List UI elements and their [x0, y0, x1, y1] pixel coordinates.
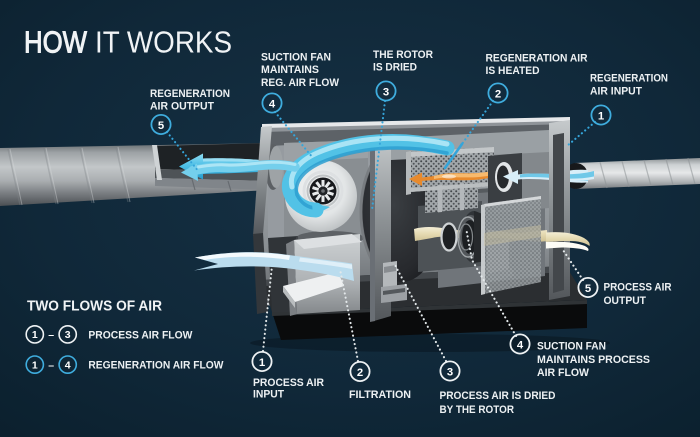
svg-text:1: 1	[32, 359, 38, 371]
svg-text:5: 5	[158, 120, 164, 132]
svg-text:MAINTAINS: MAINTAINS	[261, 64, 319, 76]
svg-text:2: 2	[495, 88, 501, 100]
svg-text:PROCESS AIR IS DRIED: PROCESS AIR IS DRIED	[440, 390, 556, 402]
svg-text:AIR FLOW: AIR FLOW	[537, 367, 590, 379]
svg-text:SUCTION FAN: SUCTION FAN	[261, 51, 331, 63]
svg-text:AIR OUTPUT: AIR OUTPUT	[150, 101, 214, 113]
svg-text:4: 4	[517, 339, 524, 351]
svg-text:REGENERATION: REGENERATION	[150, 88, 230, 100]
svg-text:1: 1	[259, 357, 265, 369]
svg-text:3: 3	[383, 86, 389, 98]
svg-text:OUTPUT: OUTPUT	[604, 295, 647, 307]
svg-text:IS DRIED: IS DRIED	[373, 62, 417, 74]
svg-text:REG. AIR FLOW: REG. AIR FLOW	[261, 77, 340, 89]
svg-text:1: 1	[32, 329, 38, 341]
svg-text:PROCESS AIR FLOW: PROCESS AIR FLOW	[88, 329, 193, 341]
svg-text:INPUT: INPUT	[253, 389, 284, 401]
svg-text:REGENERATION: REGENERATION	[590, 73, 668, 85]
svg-text:SUCTION FAN: SUCTION FAN	[537, 340, 606, 352]
svg-text:BY THE ROTOR: BY THE ROTOR	[440, 404, 515, 416]
svg-text:3: 3	[65, 329, 71, 341]
svg-text:PROCESS AIR: PROCESS AIR	[604, 281, 672, 293]
svg-text:TWO FLOWS OF AIR: TWO FLOWS OF AIR	[27, 299, 162, 315]
svg-text:HOW: HOW	[24, 25, 88, 60]
svg-text:1: 1	[598, 110, 604, 122]
svg-text:–: –	[48, 359, 54, 371]
svg-text:–: –	[48, 329, 54, 341]
svg-text:IT WORKS: IT WORKS	[95, 25, 232, 60]
svg-text:4: 4	[65, 359, 71, 371]
svg-text:REGENERATION AIR: REGENERATION AIR	[486, 53, 588, 65]
svg-text:REGENERATION AIR FLOW: REGENERATION AIR FLOW	[88, 360, 224, 372]
svg-text:5: 5	[585, 283, 591, 295]
svg-text:PROCESS AIR: PROCESS AIR	[253, 377, 324, 389]
svg-text:THE ROTOR: THE ROTOR	[373, 49, 433, 61]
svg-text:AIR INPUT: AIR INPUT	[590, 86, 642, 98]
svg-text:MAINTAINS PROCESS: MAINTAINS PROCESS	[537, 354, 650, 366]
svg-text:3: 3	[447, 366, 453, 378]
svg-text:IS HEATED: IS HEATED	[486, 65, 540, 77]
svg-text:FILTRATION: FILTRATION	[349, 389, 411, 401]
svg-text:2: 2	[357, 367, 363, 379]
svg-text:4: 4	[269, 98, 276, 110]
